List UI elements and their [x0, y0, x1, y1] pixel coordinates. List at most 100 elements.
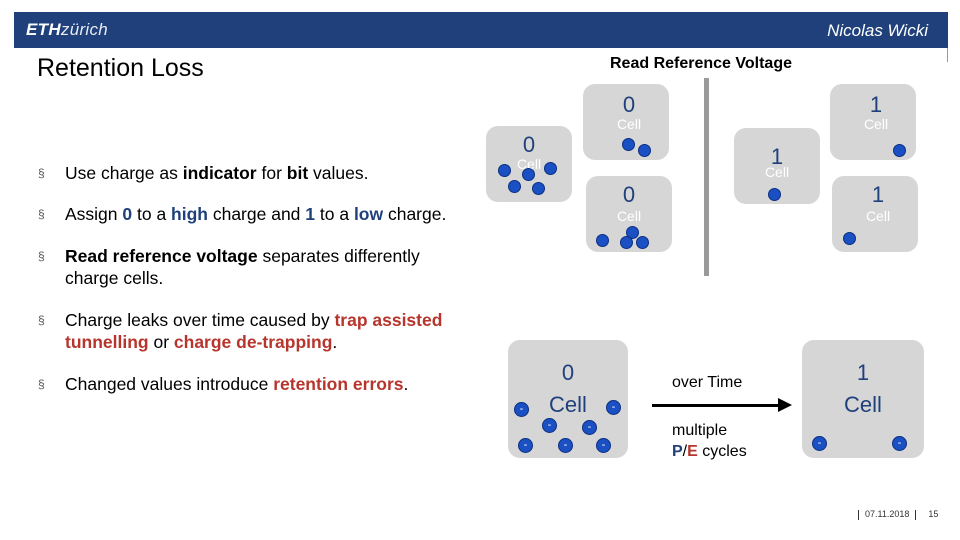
author-name: Nicolas Wicki: [827, 21, 928, 40]
cell-digit: 0: [561, 360, 575, 385]
bullet-text: Charge leaks over time caused by: [65, 310, 335, 330]
electron-icon: -: [892, 436, 907, 451]
bullet-emphasis: Read reference voltage: [65, 246, 258, 266]
bullet-highlight: 0: [122, 204, 133, 224]
electron-icon: -: [518, 438, 533, 453]
electron-icon: -: [542, 418, 557, 433]
logo-eth: ETH: [26, 20, 61, 39]
electron-icon: -: [558, 438, 573, 453]
cell-one-front: 1 Cell: [832, 176, 918, 252]
page-number: 15: [928, 509, 939, 519]
bullet-text: charge and: [207, 204, 306, 224]
pe-cycles-line: P/E cycles: [672, 441, 747, 462]
arrow-head-icon: [778, 398, 792, 412]
cell-label: Cell: [516, 156, 542, 172]
cell-label: Cell: [844, 392, 882, 417]
cell-digit: 1: [856, 360, 870, 385]
cell-digit: 1: [871, 182, 885, 207]
electron-icon: -: [606, 400, 621, 415]
electron-icon: -: [514, 402, 529, 417]
bullet-text: charge.: [383, 204, 447, 224]
bullet-text: .: [332, 332, 338, 352]
cell-label: Cell: [616, 208, 642, 224]
charge-dot: [498, 164, 511, 177]
bullet-item: § Charge leaks over time caused by trap …: [38, 309, 478, 353]
cell-one-middle: 1 Cell: [734, 128, 820, 204]
bullet-highlight: retention errors: [273, 374, 404, 394]
bullet-item: § Use charge as indicator for bit values…: [38, 162, 478, 184]
pe-slash: /: [682, 443, 688, 460]
header-bar: ETHzürich Nicolas Wicki: [14, 12, 948, 48]
cell-zero-middle: 0 Cell: [486, 126, 572, 202]
bullet-emphasis: bit: [286, 163, 309, 183]
cell-digit: 0: [522, 132, 536, 157]
charge-dot: [626, 226, 639, 239]
charge-dot: [522, 168, 535, 181]
electron-icon: -: [812, 436, 827, 451]
bullet-text: to a: [315, 204, 354, 224]
cell-digit: 0: [622, 182, 636, 207]
charge-dot: [622, 138, 635, 151]
bullet-text: Assign: [65, 204, 123, 224]
bullet-highlight: charge de-trapping: [173, 332, 333, 352]
bullet-item: § Assign 0 to a high charge and 1 to a l…: [38, 203, 478, 225]
bullet-highlight: trap assisted tunnelling: [65, 310, 443, 352]
bullet-marker-icon: §: [38, 377, 45, 391]
footer-divider: [858, 509, 859, 520]
cell-one-back: 1 Cell: [830, 84, 916, 160]
charge-dot: [620, 236, 633, 249]
bullet-text: .: [403, 374, 409, 394]
charge-dot: [843, 232, 856, 245]
bullet-text: values.: [308, 163, 369, 183]
cell-zero-back: 0 Cell: [583, 84, 669, 160]
slide-footer: 07.11.2018 15: [852, 509, 938, 520]
bullet-marker-icon: §: [38, 207, 45, 221]
multiple-text: multiple: [672, 422, 728, 439]
cell-label: Cell: [616, 116, 642, 132]
reference-voltage-line: [704, 78, 709, 276]
charge-dot: [596, 234, 609, 247]
charge-dot: [768, 188, 781, 201]
electron-icon: -: [596, 438, 611, 453]
pe-cycles-label: multiple P/E cycles: [672, 420, 747, 462]
cycles-text: cycles: [697, 443, 747, 460]
bullet-item: § Changed values introduce retention err…: [38, 373, 478, 395]
pe-erase: E: [687, 443, 698, 460]
cell-zero-front: 0 Cell: [586, 176, 672, 252]
bullet-text: or: [148, 332, 174, 352]
slide-date: 07.11.2018: [865, 509, 910, 519]
reference-voltage-label: Read Reference Voltage: [610, 55, 792, 72]
cell-before-leak: 0 Cell - - - - - - -: [508, 340, 628, 458]
bullet-list: § Use charge as indicator for bit values…: [38, 160, 478, 395]
bullet-text: Changed values introduce: [65, 374, 274, 394]
bullet-text: separates differently charge cells.: [65, 246, 420, 288]
bullet-marker-icon: §: [38, 249, 45, 263]
cell-digit: 0: [622, 92, 636, 117]
pe-program: P: [672, 443, 683, 460]
cell-label: Cell: [863, 116, 889, 132]
over-time-label: over Time: [672, 374, 743, 391]
charge-dot: [893, 144, 906, 157]
charge-dot: [532, 182, 545, 195]
bullet-marker-icon: §: [38, 166, 45, 180]
bullet-highlight: 1: [305, 204, 316, 224]
cell-digit: 1: [869, 92, 883, 117]
cell-digit: 1: [770, 144, 784, 169]
bullet-highlight: high: [171, 204, 208, 224]
arrow-shaft: [652, 404, 780, 407]
cell-label: Cell: [549, 392, 587, 417]
logo-zurich: zürich: [60, 20, 109, 39]
eth-logo: ETHzürich: [26, 20, 108, 40]
footer-divider: [915, 509, 917, 520]
cell-label: Cell: [865, 208, 891, 224]
charge-dot: [638, 144, 651, 157]
bullet-text: Use charge as: [65, 163, 183, 183]
page-title: Retention Loss: [37, 54, 204, 82]
charge-dot: [508, 180, 521, 193]
bullet-text: to a: [132, 204, 172, 224]
bullet-highlight: low: [353, 204, 384, 224]
bullet-emphasis: indicator: [182, 163, 257, 183]
charge-dot: [636, 236, 649, 249]
electron-icon: -: [582, 420, 597, 435]
cell-label: Cell: [764, 164, 790, 180]
